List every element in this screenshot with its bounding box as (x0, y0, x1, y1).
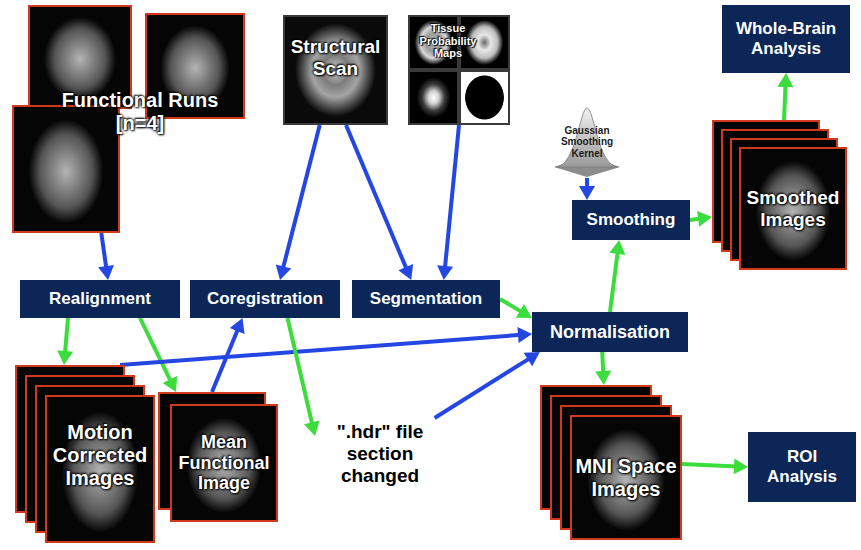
flow-line (602, 352, 603, 374)
flow-line (120, 335, 521, 365)
process-box: Realignment (20, 280, 180, 318)
node-label: Motion Corrected Images (47, 421, 153, 490)
flow-line (690, 219, 701, 220)
text-area: Functional Runs [n=4] (45, 77, 235, 147)
text-area: MNI Space Images (572, 417, 680, 538)
box-label: Segmentation (358, 289, 494, 309)
flow-arrow (777, 73, 793, 120)
flow-arrow (140, 318, 177, 392)
text-area: Motion Corrected Images (47, 405, 153, 505)
node-label: Structural Scan (285, 36, 386, 80)
flow-line (212, 328, 238, 392)
flow-line (435, 358, 531, 418)
text-area: ROI Analysis (748, 432, 856, 502)
text-area: Realignment (20, 280, 180, 318)
node-label: Gaussian Smoothing Kernel (552, 125, 622, 160)
flow-line (288, 318, 313, 425)
flow-line (610, 251, 618, 312)
text-area: Gaussian Smoothing Kernel (552, 120, 622, 164)
note-text: ".hdr" file section changed (315, 418, 445, 490)
box-label: Smoothing (578, 210, 684, 230)
text-area: Normalisation (532, 312, 688, 352)
text-area: Segmentation (352, 280, 500, 318)
box-label: Whole-Brain Analysis (728, 19, 844, 58)
flow-arrow (595, 352, 611, 385)
node-label: Mean Functional Image (172, 432, 276, 494)
gaussian-kernel: Gaussian Smoothing Kernel (552, 106, 622, 178)
box-label: ROI Analysis (754, 447, 850, 486)
text-area: Tissue Probability Maps (410, 18, 486, 64)
flow-arrow (682, 458, 748, 474)
flow-line (445, 125, 459, 269)
flow-line (140, 318, 171, 382)
scan-image (408, 70, 459, 125)
flow-arrow (57, 318, 73, 365)
mni-images-stack: MNI Space Images (540, 385, 682, 540)
text-area: Mean Functional Image (172, 406, 276, 520)
flow-arrow (288, 318, 320, 436)
flow-arrow (120, 327, 532, 365)
scan-image (459, 70, 510, 125)
tissue-probability-maps: Tissue Probability Maps (408, 15, 510, 125)
flow-line (682, 464, 737, 466)
node-label: Functional Runs [n=4] (45, 89, 235, 135)
flow-arrow (276, 125, 320, 280)
analysis-box: ROI Analysis (748, 432, 856, 502)
node-label: MNI Space Images (572, 455, 680, 501)
flow-line (346, 125, 407, 270)
flow-arrow (346, 125, 413, 280)
analysis-box: Whole-Brain Analysis (722, 5, 850, 73)
node-label: Smoothed Images (741, 187, 845, 231)
box-label: Normalisation (538, 322, 682, 343)
text-area: ".hdr" file section changed (315, 418, 445, 490)
box-label: Coregistration (196, 289, 334, 309)
flow-arrow (435, 352, 540, 418)
text-area: Smoothed Images (741, 149, 845, 268)
motion-corrected-stack: Motion Corrected Images (15, 365, 155, 543)
box-label: Realignment (26, 289, 174, 309)
flow-arrow (500, 299, 532, 318)
text-area: Coregistration (190, 280, 340, 318)
node-label: ".hdr" file section changed (315, 421, 445, 487)
process-box: Coregistration (190, 280, 340, 318)
flow-line (784, 84, 786, 120)
flow-arrow (690, 211, 712, 227)
flow-line (500, 299, 523, 312)
functional-runs-stack: Functional Runs [n=4] (12, 5, 247, 233)
text-area: Smoothing (572, 200, 690, 240)
flow-arrow (609, 240, 625, 312)
process-box: Normalisation (532, 312, 688, 352)
text-area: Whole-Brain Analysis (722, 5, 850, 73)
structural-scan: Structural Scan (283, 15, 388, 125)
text-area: Structural Scan (285, 27, 386, 89)
flow-line (65, 318, 68, 354)
scan-image (12, 105, 120, 233)
process-box: Smoothing (572, 200, 690, 240)
flow-line (585, 178, 589, 189)
flow-line (101, 233, 106, 269)
flow-arrow (98, 233, 114, 280)
node-label: Tissue Probability Maps (410, 22, 486, 60)
smoothed-images-stack: Smoothed Images (712, 120, 856, 270)
flow-arrow (437, 125, 459, 280)
flow-line (283, 125, 320, 269)
mean-functional-stack: Mean Functional Image (158, 392, 278, 522)
process-box: Segmentation (352, 280, 500, 318)
flow-arrow (579, 178, 595, 200)
